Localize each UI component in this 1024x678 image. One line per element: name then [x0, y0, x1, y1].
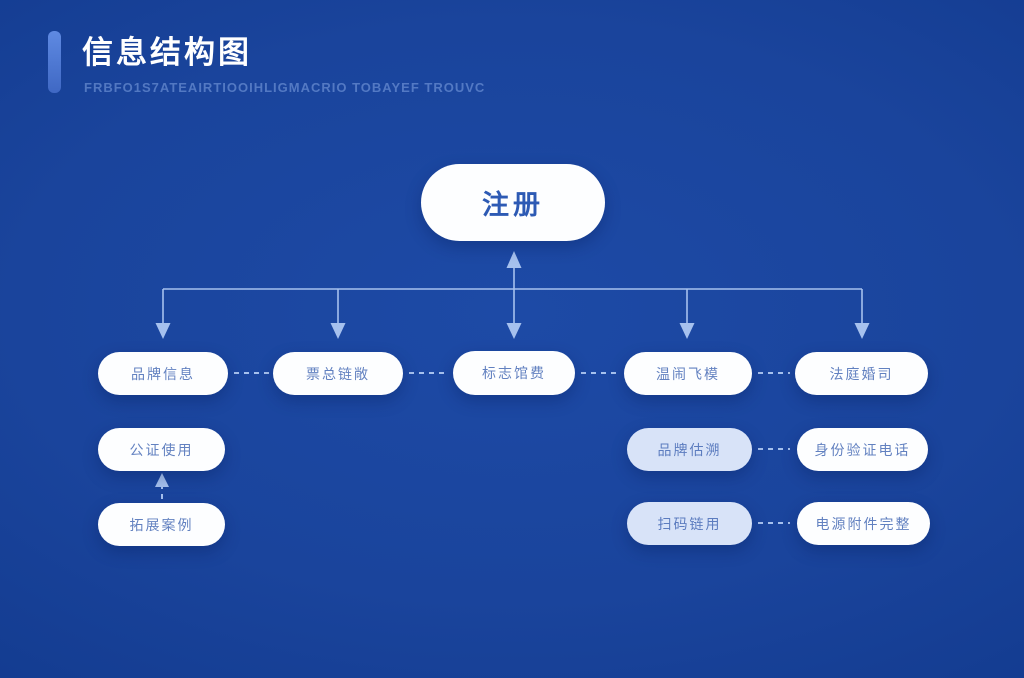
node-label: 温闹飞模: [656, 365, 720, 382]
node-label: 品牌估溯: [657, 441, 722, 458]
node-level1-5: 法庭婚司: [795, 352, 928, 395]
node-level1-brand-info: 品牌信息: [98, 352, 228, 395]
node-label: 电源附件完整: [815, 515, 912, 532]
node-label: 身份验证电话: [814, 441, 911, 458]
node-left-sub-2: 拓展案例: [98, 503, 225, 546]
node-label: 公证使用: [129, 441, 194, 458]
node-label: 扫码链用: [657, 515, 722, 532]
node-right-row3-linked: 电源附件完整: [797, 502, 930, 545]
node-label: 法庭婚司: [829, 365, 894, 382]
node-right-row3-primary: 扫码链用: [627, 502, 752, 545]
page-title: 信息结构图: [82, 35, 252, 70]
page-subtitle: FRBFO1S7ATEAIRTIOOIHLIGMACRIO TOBAYEF TR…: [84, 80, 486, 95]
node-level1-2: 票总链敞: [273, 352, 403, 395]
node-label: 票总链敞: [306, 365, 370, 382]
node-right-row2-linked: 身份验证电话: [797, 428, 928, 471]
node-level1-4: 温闹飞模: [624, 352, 752, 395]
node-label: 品牌信息: [131, 365, 195, 382]
node-left-sub-1: 公证使用: [98, 428, 225, 471]
node-right-row2-primary: 品牌估溯: [627, 428, 752, 471]
node-register-label: 注册: [482, 190, 544, 220]
title-accent-bar: [48, 31, 61, 93]
node-label: 标志馆费: [482, 365, 546, 381]
node-label: 拓展案例: [129, 516, 194, 533]
node-register: 注册: [421, 164, 605, 241]
node-level1-3: 标志馆费: [453, 351, 575, 395]
